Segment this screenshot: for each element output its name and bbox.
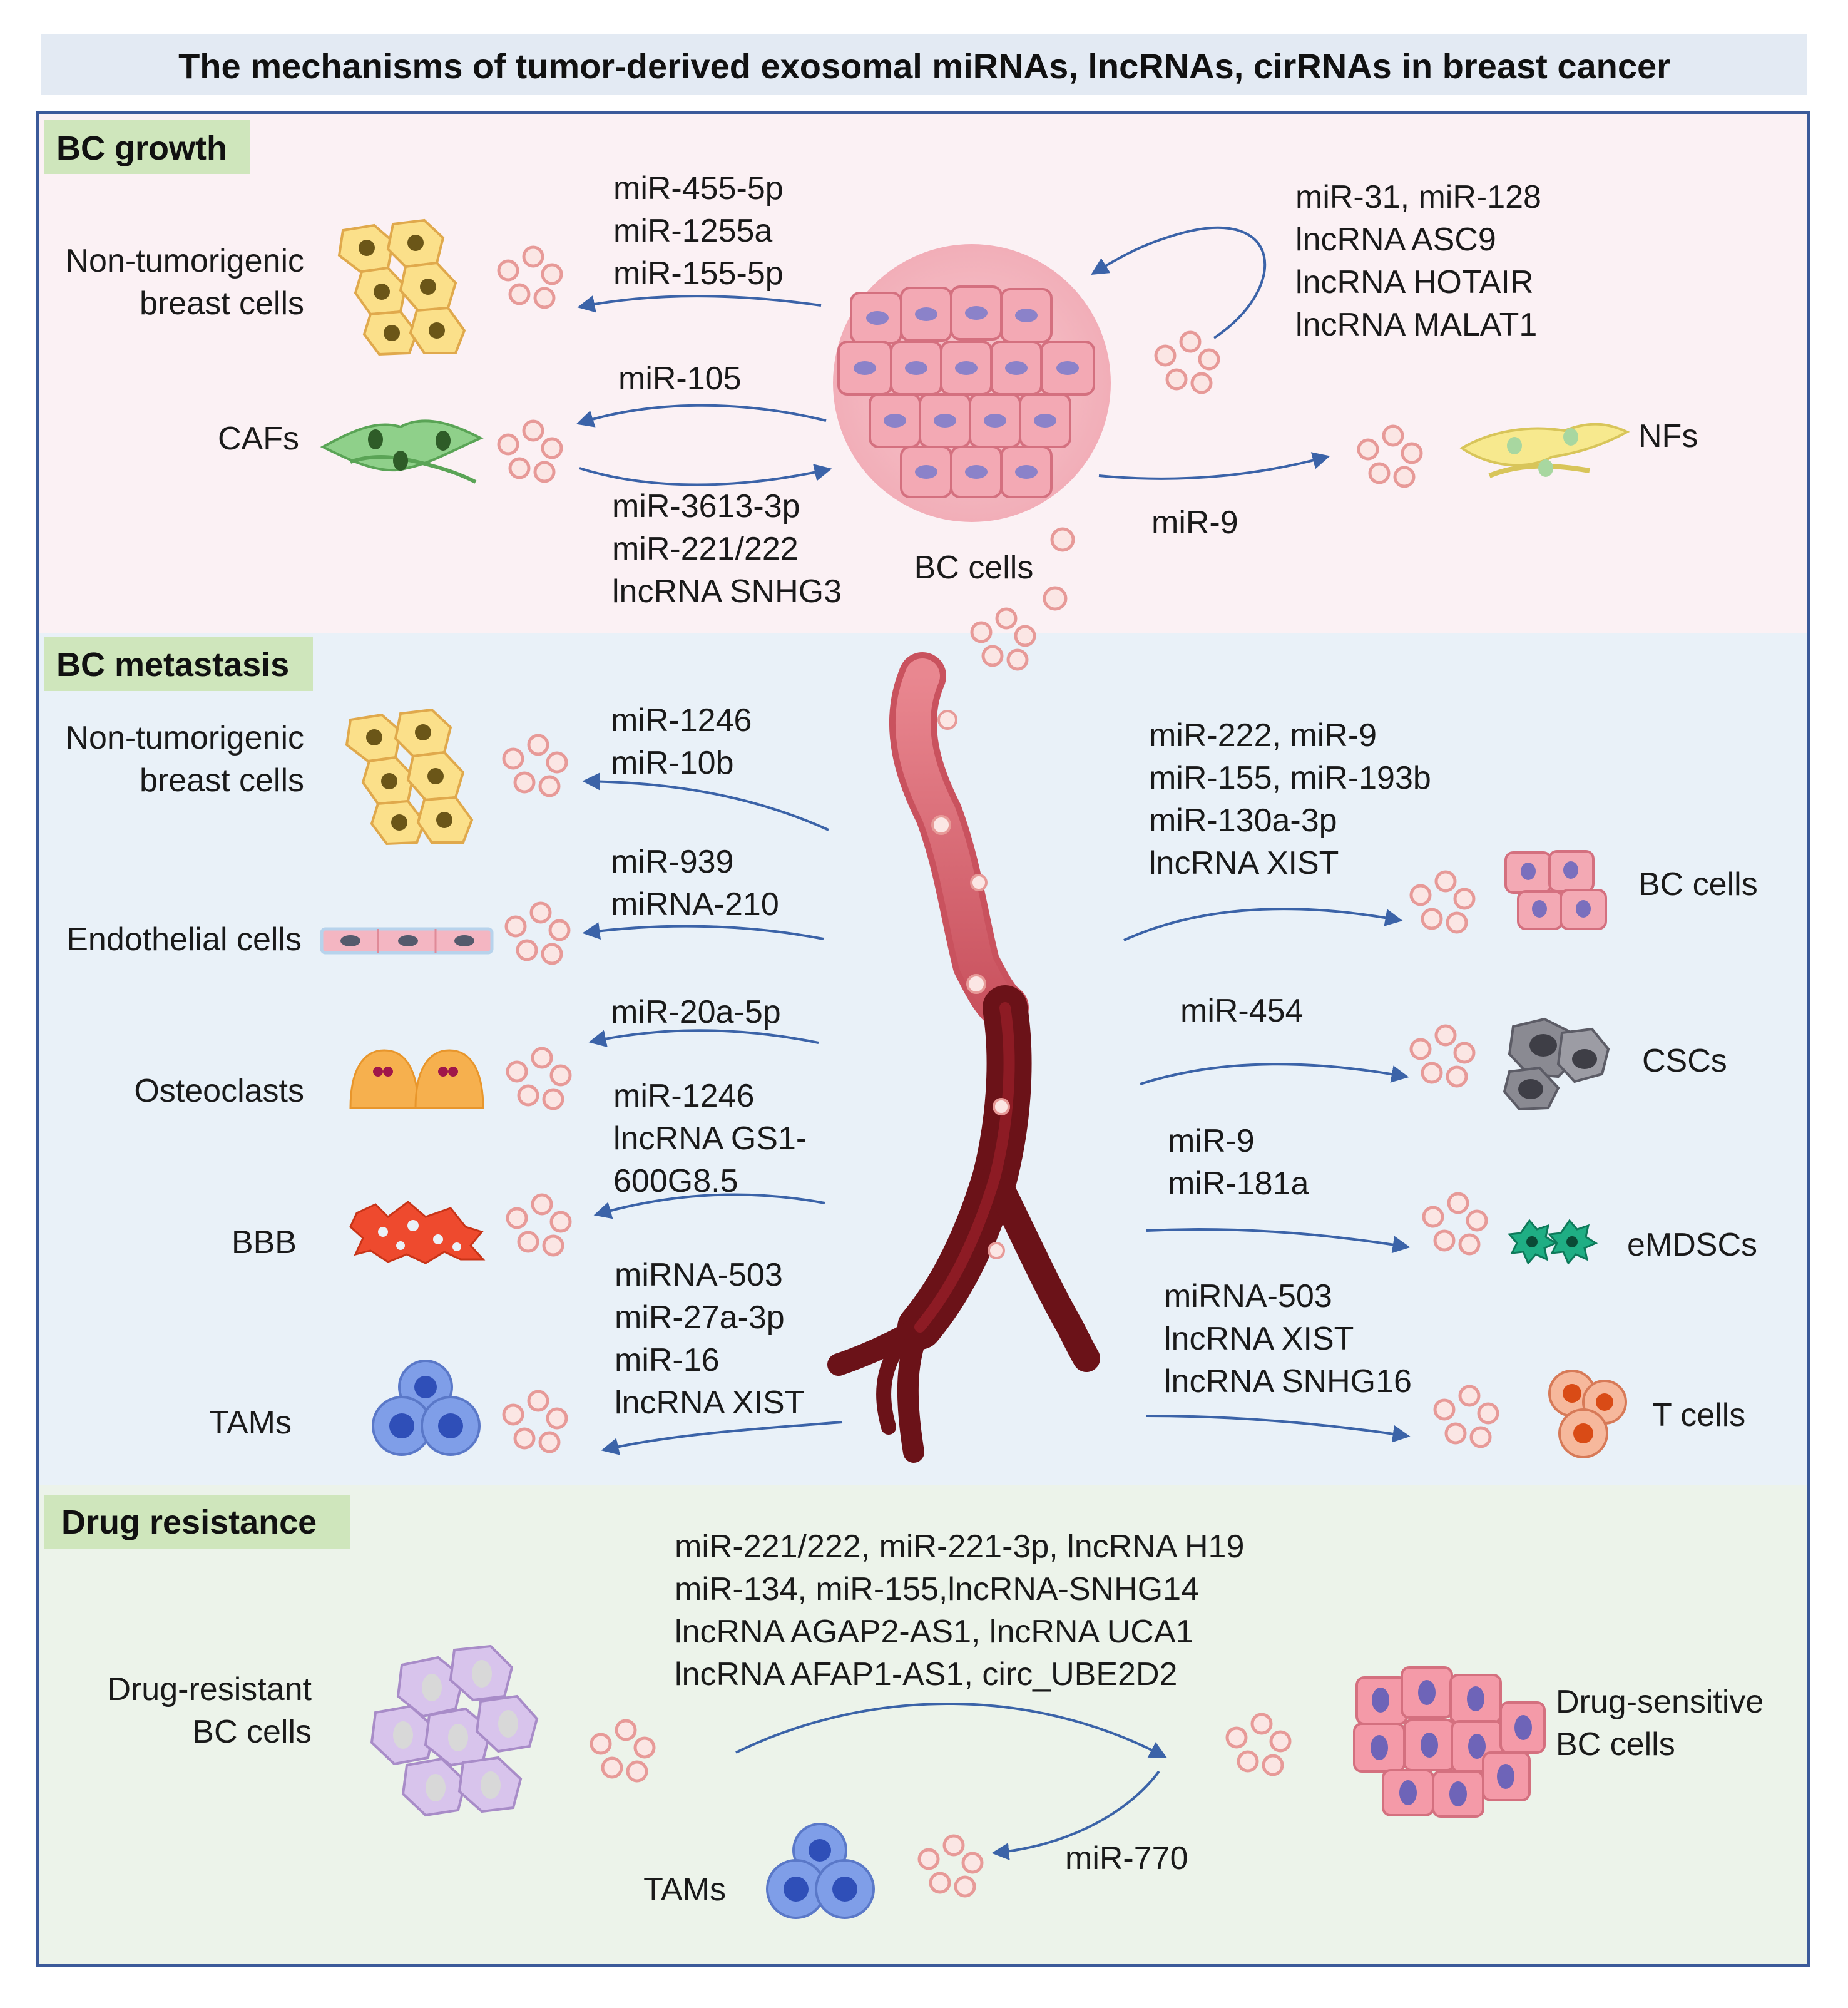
osteoclasts-label: Osteoclasts (134, 1073, 304, 1109)
autocrine-loop-arrow (1091, 226, 1267, 339)
growth-left-mirna-3: miR-155-5p (613, 255, 784, 292)
drug-sensitive-label-1: Drug-sensitive (1556, 1684, 1764, 1720)
arrow-to-drug-sensitive (735, 1703, 1167, 1758)
drug-mirna-1: miR-221/222, miR-221-3p, lncRNA H19 (675, 1529, 1244, 1565)
growth-tag-label: BC growth (56, 130, 227, 167)
endothelial-cells-icon (320, 927, 494, 955)
drug-mirna-4: lncRNA AFAP1-AS1, circ_UBE2D2 (675, 1656, 1177, 1693)
arrow-to-meta-bc (1123, 908, 1403, 941)
arrow-to-drug-tams (991, 1770, 1160, 1860)
growth-nontumor-label-1: Non-tumorigenic (66, 243, 305, 279)
cscs-icon (1503, 1017, 1610, 1111)
emdscs-icon (1508, 1219, 1598, 1265)
bbb-label: BBB (232, 1224, 297, 1261)
meta-tams-label: TAMs (209, 1405, 292, 1441)
loop-mirna-3: lncRNA HOTAIR (1295, 264, 1533, 300)
osteoclasts-icon (349, 1049, 484, 1109)
bbb-mirna-2: lncRNA GS1- (613, 1120, 807, 1157)
arrow-to-tcells (1146, 1415, 1411, 1443)
arrow-from-cafs (579, 464, 832, 486)
meta-nontumor-label-1: Non-tumorigenic (66, 720, 305, 756)
endothelial-label: Endothelial cells (66, 921, 302, 958)
cscs-label: CSCs (1642, 1043, 1727, 1079)
bbb-icon (349, 1201, 486, 1264)
cafs-icon (320, 419, 484, 484)
csc-mirna-1: miR-454 (1180, 993, 1304, 1029)
bc-cells-sphere-icon (833, 244, 1111, 522)
drug-sensitive-cells-icon (1353, 1666, 1546, 1818)
meta-bc-mirna-3: miR-130a-3p (1149, 802, 1337, 839)
metastasis-tag (44, 637, 313, 691)
arrow-to-endothelial (582, 922, 824, 940)
nfs-icon (1459, 423, 1630, 478)
bbb-mirna-1: miR-1246 (613, 1078, 754, 1114)
tcells-label: T cells (1652, 1397, 1745, 1433)
drug-resistant-label-2: BC cells (192, 1714, 312, 1750)
tcell-mirna-2: lncRNA XIST (1164, 1321, 1354, 1357)
meta-bc-mirna-1: miR-222, miR-9 (1149, 717, 1377, 754)
drug-tag-label: Drug resistance (61, 1503, 317, 1541)
bc-cells-center-label: BC cells (914, 550, 1034, 586)
caf-out-mirna-1: miR-105 (618, 361, 742, 397)
endothelial-mirna-1: miR-939 (611, 844, 734, 880)
blood-vessel-icon (827, 652, 1100, 1463)
caf-in-mirna-3: lncRNA SNHG3 (612, 573, 842, 610)
osteoclast-mirna-1: miR-20a-5p (611, 994, 781, 1030)
emdsc-mirna-2: miR-181a (1168, 1165, 1309, 1202)
meta-tams-mirna-1: miRNA-503 (615, 1257, 783, 1293)
meta-bc-label: BC cells (1638, 866, 1758, 903)
metastasis-tag-label: BC metastasis (56, 646, 289, 684)
emdscs-label: eMDSCs (1627, 1227, 1757, 1263)
drug-tams-label: TAMs (643, 1872, 726, 1908)
caf-in-mirna-2: miR-221/222 (612, 531, 799, 567)
nf-mirna: miR-9 (1151, 505, 1238, 541)
tcell-mirna-3: lncRNA SNHG16 (1164, 1363, 1412, 1400)
meta-bc-cells-icon (1504, 850, 1607, 930)
meta-bc-mirna-4: lncRNA XIST (1149, 845, 1339, 881)
caf-in-mirna-1: miR-3613-3p (612, 488, 800, 525)
arrow-to-cscs (1140, 1063, 1409, 1085)
nfs-label: NFs (1638, 418, 1698, 454)
arrow-to-osteoclasts (588, 1029, 819, 1048)
diagram-title: The mechanisms of tumor-derived exosomal… (178, 46, 1670, 86)
drug-tag (44, 1495, 350, 1549)
drug-sensitive-label-2: BC cells (1556, 1726, 1675, 1763)
meta-tams-mirna-2: miR-27a-3p (615, 1299, 785, 1336)
meta-nontumor-mirna-1: miR-1246 (611, 702, 752, 739)
growth-left-mirna-1: miR-455-5p (613, 170, 784, 207)
drug-mirna-2: miR-134, miR-155,lncRNA-SNHG14 (675, 1571, 1199, 1607)
loop-mirna-4: lncRNA MALAT1 (1295, 307, 1537, 343)
arrow-to-bbb (593, 1193, 825, 1219)
growth-tag (44, 120, 250, 174)
drug-tam-mirna: miR-770 (1065, 1840, 1188, 1877)
meta-tams-mirna-4: lncRNA XIST (615, 1385, 804, 1421)
meta-nontumor-mirna-2: miR-10b (611, 745, 734, 781)
loop-mirna-2: lncRNA ASC9 (1295, 222, 1496, 258)
drug-resistant-label-1: Drug-resistant (107, 1671, 312, 1708)
arrow-to-meta-nontumor (582, 772, 829, 831)
arrow-to-nfs (1098, 452, 1330, 480)
drug-resistant-cells-icon (370, 1644, 539, 1817)
growth-left-mirna-2: miR-1255a (613, 213, 772, 249)
tcells-icon (1548, 1370, 1627, 1458)
bbb-mirna-3: 600G8.5 (613, 1163, 738, 1199)
arrow-to-meta-tams (601, 1421, 843, 1455)
endothelial-mirna-2: miRNA-210 (611, 886, 779, 923)
arrow-to-nontumor (577, 295, 822, 313)
loop-mirna-1: miR-31, miR-128 (1295, 179, 1541, 215)
emdsc-mirna-1: miR-9 (1168, 1123, 1255, 1159)
tcell-mirna-1: miRNA-503 (1164, 1278, 1332, 1314)
released-exosomes-icon (972, 527, 1075, 669)
cafs-label: CAFs (218, 421, 299, 457)
meta-bc-mirna-2: miR-155, miR-193b (1149, 760, 1431, 796)
meta-nontumor-label-2: breast cells (140, 762, 304, 799)
arrow-to-cafs (576, 404, 827, 428)
meta-tams-mirna-3: miR-16 (615, 1342, 720, 1378)
outer-frame (36, 111, 1810, 1967)
growth-nontumor-label-2: breast cells (140, 285, 304, 322)
arrow-to-emdscs (1146, 1228, 1411, 1254)
drug-mirna-3: lncRNA AGAP2-AS1, lncRNA UCA1 (675, 1614, 1193, 1650)
title-bar (41, 34, 1807, 95)
